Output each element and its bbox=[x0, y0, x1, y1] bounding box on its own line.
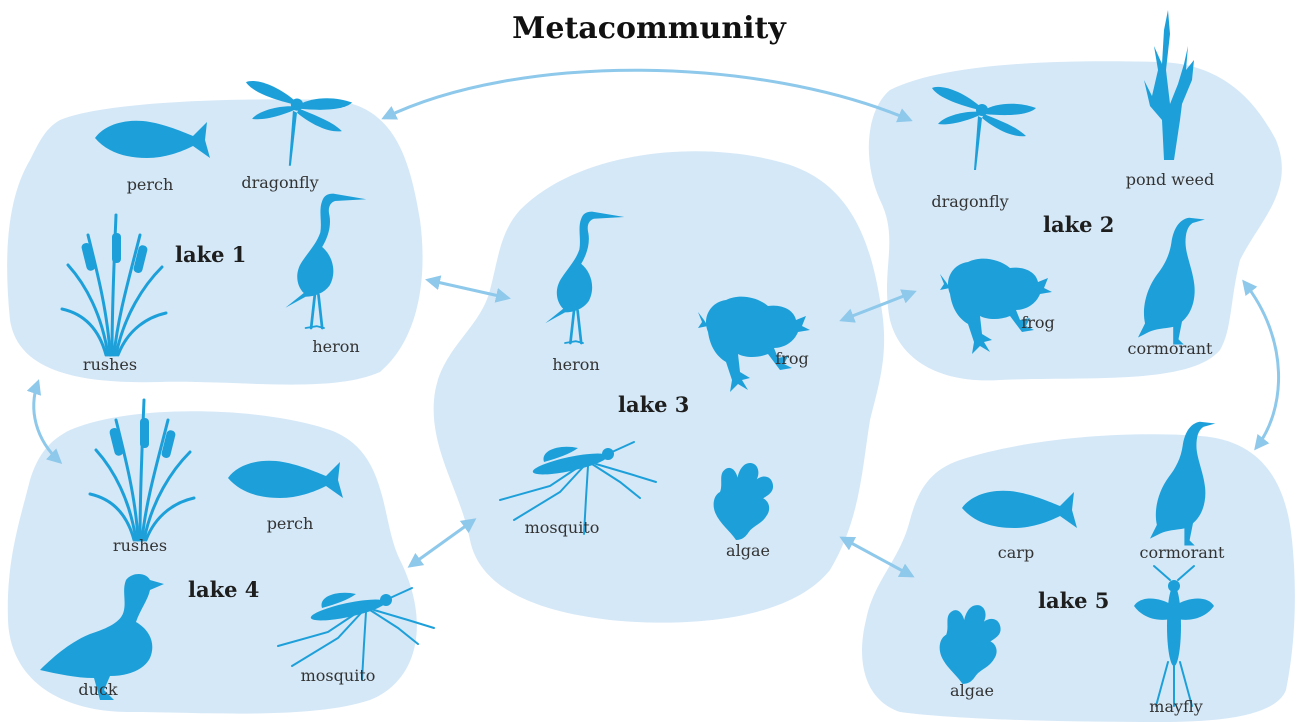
lake-2-label: lake 2 bbox=[1043, 212, 1114, 237]
lake-4-organism-rushes: rushes bbox=[113, 536, 167, 555]
diagram-title: Metacommunity bbox=[512, 11, 787, 46]
lake-5-organism-carp: carp bbox=[998, 543, 1034, 562]
lake-5-organism-mayfly: mayfly bbox=[1149, 697, 1202, 716]
lake-2-organism-frog: frog bbox=[1021, 313, 1054, 332]
lake-3-label: lake 3 bbox=[618, 392, 689, 417]
lake-4-organism-perch: perch bbox=[267, 514, 314, 533]
lake-4-organism-duck: duck bbox=[78, 680, 118, 699]
lake-4-organism-mosquito: mosquito bbox=[301, 666, 376, 685]
lake-1-organism-heron: heron bbox=[312, 337, 359, 356]
lake-1-organism-dragonfly: dragonfly bbox=[241, 173, 318, 192]
lake-5-organism-algae: algae bbox=[950, 681, 994, 700]
arrow-lake1-lake2 bbox=[384, 70, 910, 120]
lake-3-organism-frog: frog bbox=[775, 349, 808, 368]
arrow-lake3-lake4 bbox=[410, 520, 474, 566]
lake-5-label: lake 5 bbox=[1038, 588, 1109, 613]
lake-3-area bbox=[434, 151, 885, 622]
lake-5-area bbox=[862, 434, 1295, 722]
lake-3-organism-heron: heron bbox=[552, 355, 599, 374]
lake-5-organism-cormorant: cormorant bbox=[1140, 543, 1226, 562]
lake-2-organism-cormorant: cormorant bbox=[1128, 339, 1214, 358]
lake-4-label: lake 4 bbox=[188, 577, 259, 602]
lake-1-organism-perch: perch bbox=[127, 175, 174, 194]
lake-2-organism-pond-weed: pond weed bbox=[1126, 170, 1214, 189]
lake-3-organism-algae: algae bbox=[726, 541, 770, 560]
lake-3-organism-mosquito: mosquito bbox=[525, 518, 600, 537]
lake-2-organism-dragonfly: dragonfly bbox=[931, 192, 1008, 211]
lake-1-label: lake 1 bbox=[175, 242, 246, 267]
lake-1-organism-rushes: rushes bbox=[83, 355, 137, 374]
arrow-lake2-lake5 bbox=[1244, 282, 1279, 448]
